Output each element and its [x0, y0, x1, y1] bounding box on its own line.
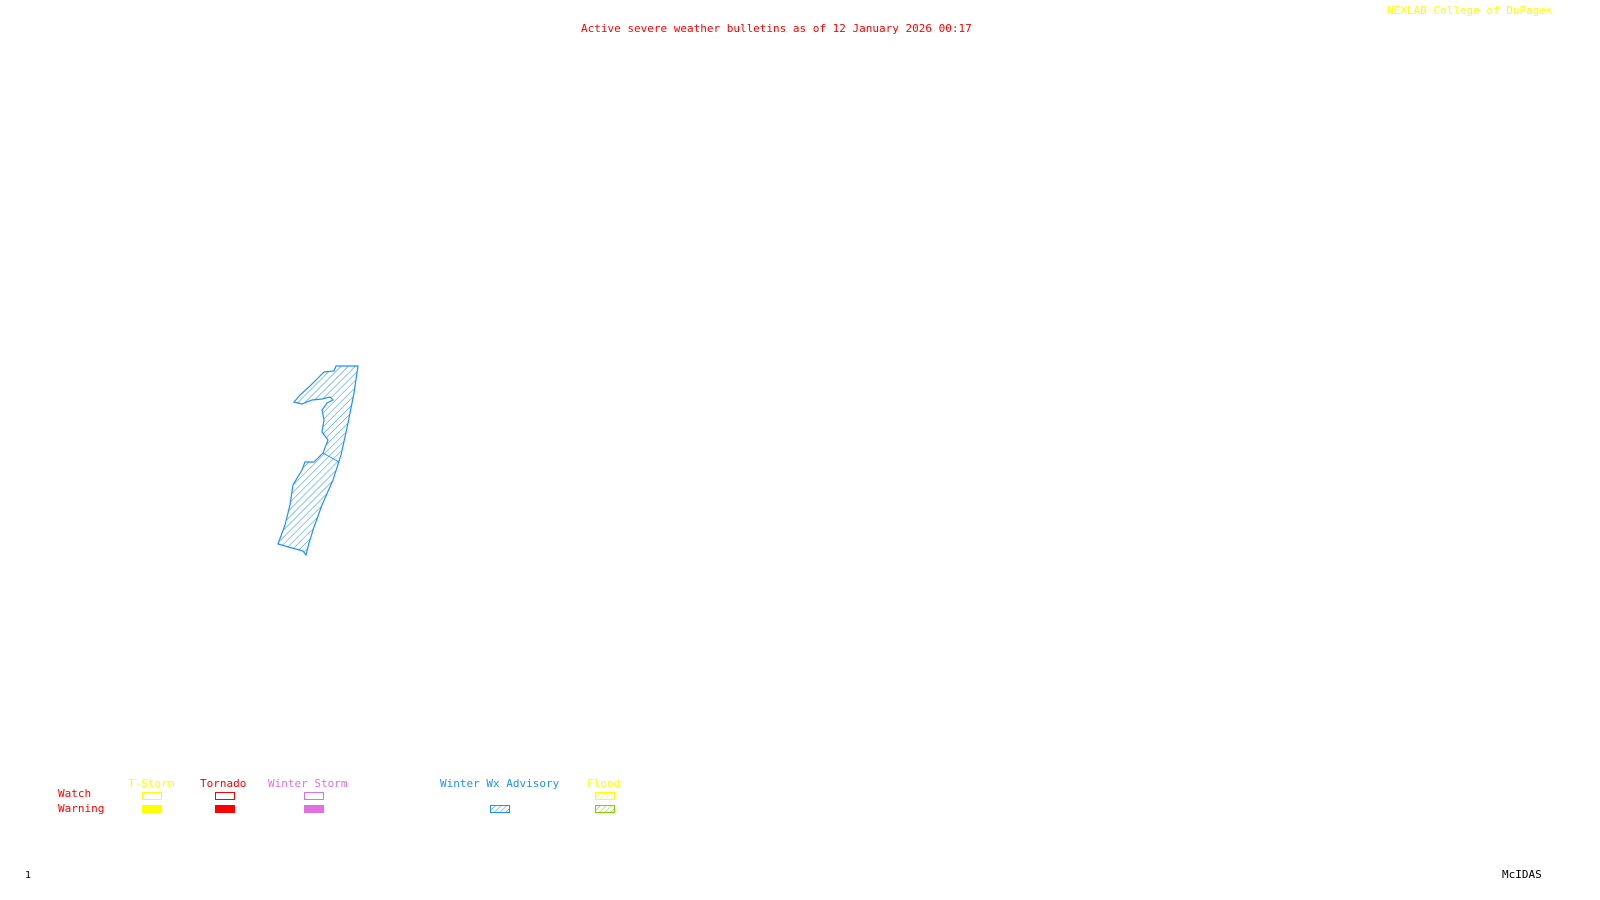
legend-row-warning: Warning [58, 802, 105, 815]
credit-label: NEXLAB-College of DuPage⇱ [1387, 4, 1553, 17]
winter-storm-watch-swatch [304, 792, 324, 800]
legend-flood: Flood [587, 777, 621, 790]
legend-row-watch: Watch [58, 787, 92, 800]
tornado-watch-swatch [215, 792, 235, 800]
arrow-icon: ⇱ [1545, 4, 1553, 17]
zone-boundary [322, 452, 340, 463]
credit-text: NEXLAB-College of DuPage [1387, 4, 1546, 17]
frame-number: 1 [25, 870, 32, 881]
flood-warning-swatch [595, 805, 615, 813]
winter-advisory-swatch [490, 805, 510, 813]
winter-advisory-area[interactable] [277, 365, 359, 557]
legend-tstorm: T-Storm [128, 777, 175, 790]
tstorm-watch-swatch [142, 792, 162, 800]
map-title: Active severe weather bulletins as of 12… [581, 22, 972, 35]
software-label: McIDAS [1502, 868, 1542, 881]
winter-storm-warning-swatch [304, 805, 324, 813]
legend-tornado: Tornado [200, 777, 247, 790]
legend-winter-storm: Winter Storm [268, 777, 348, 790]
tstorm-warning-swatch [142, 805, 162, 813]
flood-watch-swatch [595, 792, 615, 800]
legend-winter-advisory: Winter Wx Advisory [440, 777, 560, 790]
tornado-warning-swatch [215, 805, 235, 813]
